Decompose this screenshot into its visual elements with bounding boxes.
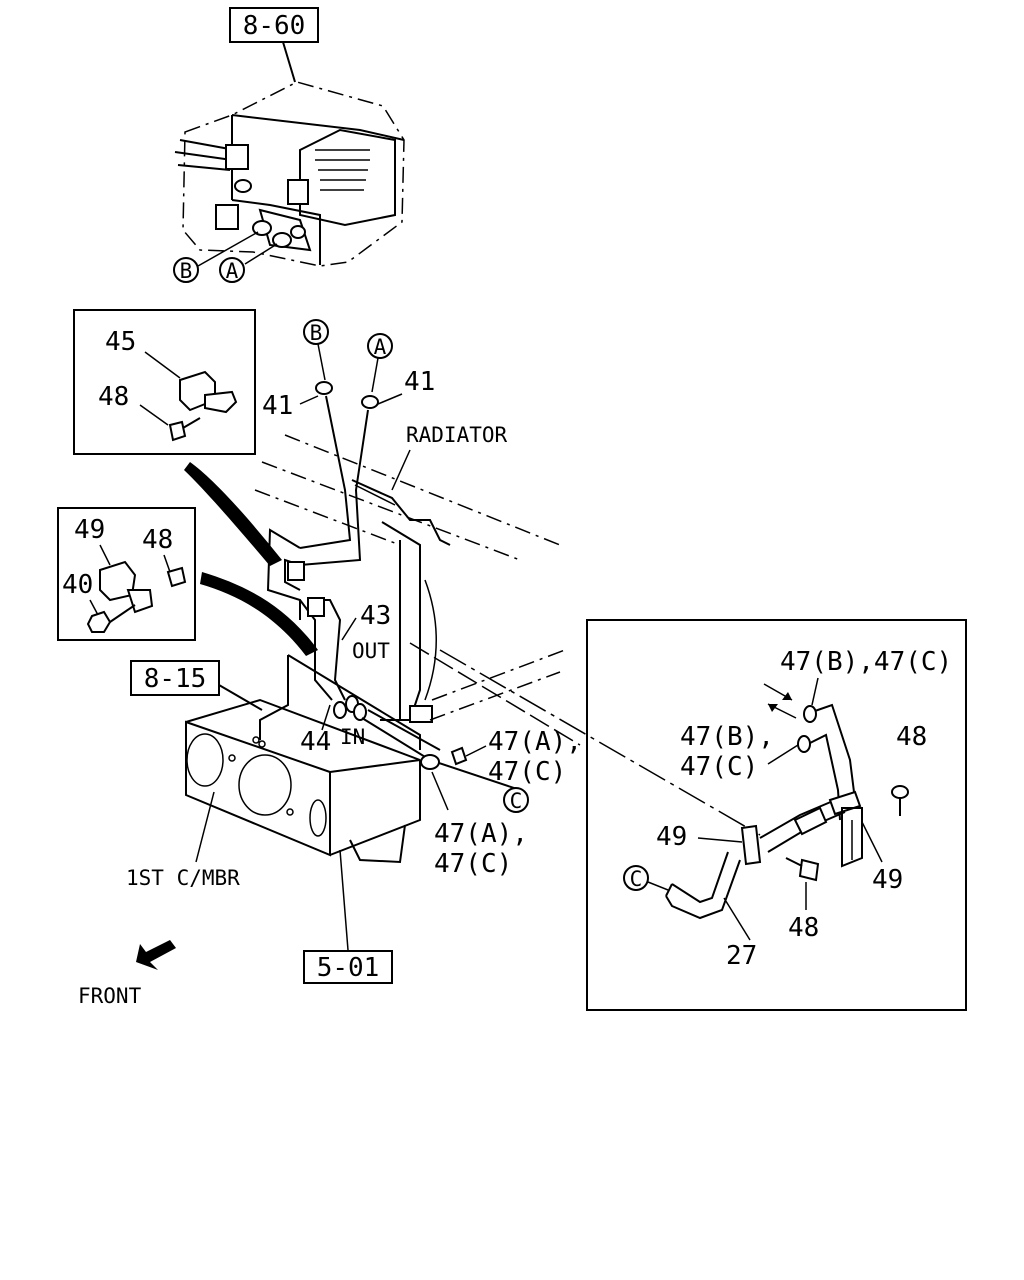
part-41-right-label[interactable]: 41	[404, 367, 435, 397]
part-48-box2-label[interactable]: 48	[142, 525, 173, 555]
callout-b-top	[173, 257, 199, 283]
part-47bc-top-label[interactable]: 47(B),47(C)	[780, 647, 952, 677]
crossmember-drawing: 8-15 1ST C/MBR 5-01	[126, 654, 421, 984]
ref-label-8-15[interactable]: 8-15	[144, 664, 207, 694]
front-indicator: FRONT	[78, 940, 176, 1008]
part-49-det-right-label[interactable]: 49	[872, 865, 903, 895]
callout-a-top	[219, 257, 245, 283]
callout-a-top-label: A	[226, 259, 239, 283]
callout-c-detail-label: C	[630, 867, 643, 891]
callout-c-detail	[623, 865, 649, 891]
out-label: OUT	[352, 639, 390, 663]
ref-box-5-01[interactable]	[303, 950, 393, 984]
callout-b-hose	[303, 319, 329, 345]
inset-box-clip-45: 45 48	[73, 309, 256, 455]
radiator-label: RADIATOR	[406, 423, 508, 447]
callout-a-hose	[367, 333, 393, 359]
part-27-label[interactable]: 27	[726, 941, 757, 971]
clamp-callouts: 47(A), 47(C) 47(A), 47(C) C	[361, 709, 582, 879]
callout-a-hose-label: A	[374, 335, 387, 359]
part-47b-mid-label[interactable]: 47(B),	[680, 722, 774, 752]
ref-box-8-60[interactable]	[229, 7, 319, 43]
part-44-label[interactable]: 44	[300, 727, 331, 757]
callout-b-top-label: B	[180, 259, 193, 283]
part-47a-1-label[interactable]: 47(A),	[488, 727, 582, 757]
inset-box-clip-49: 49 48 40	[57, 507, 196, 641]
part-47a-2-label[interactable]: 47(A),	[434, 819, 528, 849]
part-48-box1-label[interactable]: 48	[98, 382, 129, 412]
radiator-and-frame: RADIATOR	[254, 423, 581, 746]
crossmember-label: 1ST C/MBR	[126, 866, 240, 890]
part-45-label[interactable]: 45	[105, 327, 136, 357]
part-48-det-top-label[interactable]: 48	[896, 722, 927, 752]
part-40-label[interactable]: 40	[62, 570, 93, 600]
part-49-box2-label[interactable]: 49	[74, 515, 105, 545]
part-48-det-bottom-label[interactable]: 48	[788, 913, 819, 943]
part-41-left-label[interactable]: 41	[262, 391, 293, 421]
part-47c-2-label[interactable]: 47(C)	[434, 849, 512, 879]
part-47c-1-label[interactable]: 47(C)	[488, 757, 566, 787]
part-43-label[interactable]: 43	[360, 601, 391, 631]
heater-unit-drawing: 8-60 B A	[173, 7, 405, 283]
part-47c-mid-label[interactable]: 47(C)	[680, 752, 758, 782]
part-49-det-left-label[interactable]: 49	[656, 822, 687, 852]
ref-box-8-15[interactable]	[130, 660, 220, 696]
callout-b-hose-label: B	[310, 321, 323, 345]
ref-label-5-01[interactable]: 5-01	[317, 953, 380, 983]
callout-c-main	[503, 787, 529, 813]
callout-c-main-label: C	[510, 789, 523, 813]
inset-pointer-arrows	[184, 462, 318, 656]
hose-assembly: B A 41 41 43 OUT 44 IN	[262, 319, 435, 757]
ref-label-8-60[interactable]: 8-60	[243, 11, 306, 41]
front-label: FRONT	[78, 984, 142, 1008]
front-arrow-icon	[136, 940, 176, 970]
detail-box: 47(B),47(C) 47(B), 47(C) 48 49 49	[439, 619, 967, 1011]
